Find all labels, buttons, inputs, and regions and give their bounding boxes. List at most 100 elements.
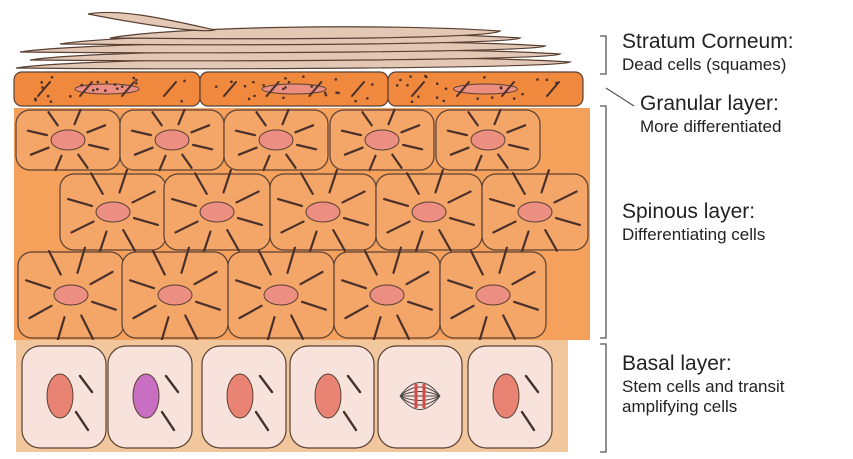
keratohyalin-granule xyxy=(325,94,328,97)
nucleus xyxy=(264,285,298,305)
nucleus xyxy=(155,130,189,150)
stratum-corneum-description: Dead cells (squames) xyxy=(622,55,794,75)
granular-layer-title: Granular layer: xyxy=(640,92,781,117)
keratohyalin-granule xyxy=(282,88,285,91)
keratohyalin-granule xyxy=(135,82,138,85)
nucleus xyxy=(200,202,234,222)
nucleus xyxy=(51,130,85,150)
keratohyalin-granule xyxy=(521,93,524,96)
keratohyalin-granule xyxy=(104,89,107,92)
keratohyalin-granule xyxy=(436,96,439,99)
keratohyalin-granule xyxy=(252,81,255,84)
keratohyalin-granule xyxy=(335,78,338,81)
spinous-layer xyxy=(14,108,590,342)
nucleus xyxy=(518,202,552,222)
keratohyalin-granule xyxy=(409,75,412,78)
nucleus xyxy=(471,130,505,150)
keratohyalin-granule xyxy=(34,99,37,102)
keratohyalin-granule xyxy=(51,76,54,79)
keratohyalin-granule xyxy=(513,97,516,100)
stratum-corneum-layer xyxy=(16,12,570,68)
keratohyalin-granule xyxy=(483,76,486,79)
keratohyalin-granule xyxy=(445,87,448,90)
keratohyalin-granule xyxy=(121,85,124,88)
spinous-layer-bracket xyxy=(600,106,606,338)
nucleus xyxy=(259,130,293,150)
keratohyalin-granule xyxy=(399,79,402,82)
keratohyalin-granule xyxy=(442,100,445,103)
nucleus xyxy=(96,202,130,222)
keratohyalin-granule xyxy=(371,83,374,86)
keratohyalin-granule xyxy=(310,85,313,88)
keratohyalin-granule xyxy=(215,85,218,88)
basal-nucleus xyxy=(315,374,341,418)
keratohyalin-granule xyxy=(230,81,233,84)
keratohyalin-granule xyxy=(40,81,43,84)
keratohyalin-granule xyxy=(248,98,251,101)
basal-nucleus xyxy=(493,374,519,418)
basal-layer-title: Basal layer: xyxy=(622,352,785,377)
stratum-corneum-label: Stratum Corneum: Dead cells (squames) xyxy=(622,30,794,75)
keratohyalin-granule xyxy=(96,81,99,84)
stratum-corneum-bracket xyxy=(600,36,606,74)
keratohyalin-granule xyxy=(302,75,305,78)
spinous-layer-label: Spinous layer: Differentiating cells xyxy=(622,200,765,245)
granular-layer xyxy=(14,72,583,106)
keratohyalin-granule xyxy=(135,79,138,82)
keratohyalin-granule xyxy=(69,95,72,98)
granular-layer-description: More differentiated xyxy=(640,117,781,137)
keratohyalin-granule xyxy=(476,97,479,100)
keratohyalin-granule xyxy=(424,75,427,78)
nucleus xyxy=(365,130,399,150)
spinous-layer-description: Differentiating cells xyxy=(622,225,765,245)
keratohyalin-granule xyxy=(80,84,83,87)
nucleus xyxy=(412,202,446,222)
keratohyalin-granule xyxy=(96,88,99,91)
keratohyalin-granule xyxy=(50,100,53,103)
stratum-corneum-title: Stratum Corneum: xyxy=(622,30,794,55)
keratohyalin-granule xyxy=(536,78,539,81)
basal-layer xyxy=(16,340,568,452)
keratohyalin-granule xyxy=(335,91,338,94)
keratohyalin-granule xyxy=(411,100,414,103)
keratohyalin-granule xyxy=(47,95,50,98)
keratohyalin-granule xyxy=(244,85,247,88)
basal-layer-description-line-2: amplifying cells xyxy=(622,397,785,417)
nucleus xyxy=(476,285,510,305)
keratohyalin-granule xyxy=(282,96,285,99)
nucleus xyxy=(158,285,192,305)
keratohyalin-granule xyxy=(114,83,117,86)
granular-layer-label: Granular layer: More differentiated xyxy=(640,92,781,137)
keratohyalin-granule xyxy=(180,100,183,103)
keratohyalin-granule xyxy=(500,87,503,90)
spinous-layer-title: Spinous layer: xyxy=(622,200,765,225)
flattened-nucleus xyxy=(75,84,139,94)
keratohyalin-granule xyxy=(284,77,287,80)
basal-layer-description-line-1: Stem cells and transit xyxy=(622,377,785,397)
nucleus xyxy=(370,285,404,305)
basal-nucleus xyxy=(227,374,253,418)
keratohyalin-granule xyxy=(324,92,327,95)
basal-layer-label: Basal layer: Stem cells and transit ampl… xyxy=(622,352,785,417)
keratohyalin-granule xyxy=(366,97,369,100)
basal-nucleus xyxy=(47,374,73,418)
keratohyalin-granule xyxy=(354,100,357,103)
keratohyalin-granule xyxy=(491,96,494,99)
keratohyalin-granule xyxy=(396,84,399,87)
keratohyalin-granule xyxy=(132,77,135,80)
keratohyalin-granule xyxy=(284,86,287,89)
nucleus xyxy=(54,285,88,305)
keratohyalin-granule xyxy=(546,78,549,81)
basal-cell xyxy=(378,346,462,448)
granular-pointer xyxy=(606,88,634,106)
keratohyalin-granule xyxy=(436,82,439,85)
basal-nucleus xyxy=(133,374,159,418)
squame-cell xyxy=(88,12,215,30)
keratohyalin-granule xyxy=(92,89,95,92)
keratohyalin-granule xyxy=(406,84,409,87)
keratohyalin-granule xyxy=(262,84,265,87)
keratohyalin-granule xyxy=(253,95,256,98)
keratohyalin-granule xyxy=(105,81,108,84)
basal-layer-bracket xyxy=(600,344,606,452)
